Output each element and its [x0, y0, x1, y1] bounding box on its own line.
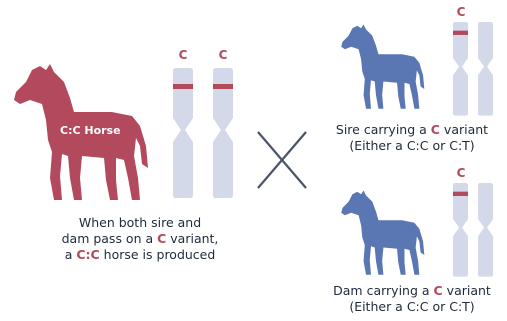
- left-chromosome-1: [173, 68, 193, 198]
- left-chromosome-1-band: [173, 84, 193, 89]
- sire-chromosome-label: C: [451, 5, 471, 19]
- sire-horse-icon: [341, 24, 424, 108]
- dam-chromosome-label: C: [451, 166, 471, 180]
- left-chromosome-2-band: [213, 84, 233, 89]
- dam-chromosome-2: [478, 183, 493, 277]
- dam-caption: Dam carrying a C variant (Either a C:C o…: [318, 283, 506, 315]
- dam-chromosome-1: [453, 183, 468, 277]
- sire-caption-line2: (Either a C:C or C:T): [318, 138, 506, 154]
- left-chromosome-2-label: C: [213, 48, 233, 62]
- left-caption-line1: When both sire and: [40, 215, 240, 231]
- dam-horse-icon: [341, 190, 424, 274]
- left-chromosome-2: [213, 68, 233, 198]
- cross-icon: [258, 132, 306, 188]
- sire-chromosome-1: [453, 22, 468, 116]
- sire-chromosome-2: [478, 22, 493, 116]
- left-caption-line3: a C:C horse is produced: [40, 247, 240, 263]
- left-caption-line2: dam pass on a C variant,: [40, 231, 240, 247]
- left-caption: When both sire and dam pass on a C varia…: [40, 215, 240, 263]
- left-chromosome-1-label: C: [173, 48, 193, 62]
- dam-caption-line1: Dam carrying a C variant: [318, 283, 506, 299]
- sire-caption-line1: Sire carrying a C variant: [318, 122, 506, 138]
- left-horse-label: C:C Horse: [60, 124, 121, 137]
- sire-caption: Sire carrying a C variant (Either a C:C …: [318, 122, 506, 154]
- dam-caption-line2: (Either a C:C or C:T): [318, 299, 506, 315]
